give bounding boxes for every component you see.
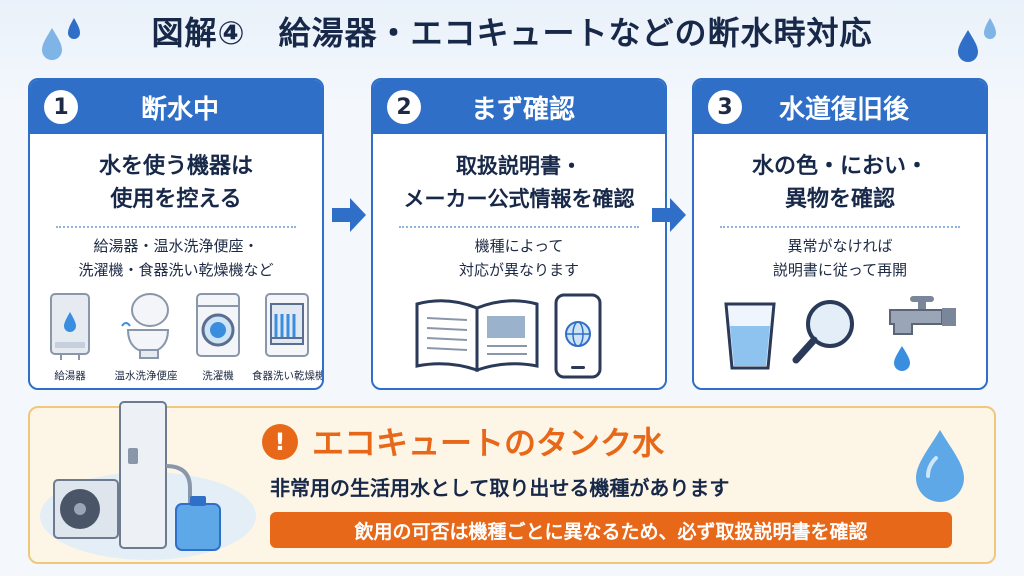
bottom-subtitle: 非常用の生活用水として取り出せる機種があります xyxy=(270,476,730,500)
arrow-right-icon-2 xyxy=(652,198,686,232)
step-3-sub-line2: 説明書に従って再開 xyxy=(772,261,908,279)
step-2-sub: 機種によって 対応が異なります xyxy=(373,234,665,282)
step-2-number: 2 xyxy=(387,90,421,124)
step-3-title: 水道復旧後 xyxy=(778,94,909,125)
step-1-title: 断水中 xyxy=(140,94,219,125)
step-3-main-line2: 異物を確認 xyxy=(784,187,895,212)
step-1-sub: 給湯器・温水洗浄便座・ 洗濯機・食器洗い乾燥機など xyxy=(30,234,322,282)
step-2-header: 2 まず確認 xyxy=(373,80,665,134)
divider xyxy=(56,226,296,228)
step-2-sub-line1: 機種によって xyxy=(474,237,564,255)
appliance-label: 温水洗浄便座 xyxy=(114,370,178,382)
water-drops-icon-right xyxy=(958,18,996,62)
step-3-main: 水の色・におい・ 異物を確認 xyxy=(694,150,986,216)
open-book-icon xyxy=(415,299,539,373)
divider xyxy=(720,226,960,228)
ecocute-tank-panel: ! エコキュートのタンク水 非常用の生活用水として取り出せる機種があります 飲用… xyxy=(28,401,996,564)
ecocute-unit-illustration xyxy=(40,401,256,560)
arrow-right-icon-1 xyxy=(332,198,366,232)
exclamation-icon: ! xyxy=(262,424,298,460)
step-card-1: 1 断水中 水を使う機器は 使用を控える 給湯器・温水洗浄便座・ 洗濯機・食器洗… xyxy=(28,78,324,390)
step-1-number: 1 xyxy=(44,90,78,124)
magnifier-icon xyxy=(792,300,854,364)
step-2-main-line1: 取扱説明書・ xyxy=(456,154,582,178)
step-card-2: 2 まず確認 取扱説明書・ メーカー公式情報を確認 機種によって 対応が異なりま… xyxy=(371,78,667,390)
step-2-main-line2: メーカー公式情報を確認 xyxy=(403,187,635,211)
toilet-icon xyxy=(121,293,170,359)
smartphone-icon xyxy=(554,293,602,379)
faucet-icon xyxy=(889,296,956,371)
step-1-sub-line1: 給湯器・温水洗浄便座・ xyxy=(93,237,259,255)
step-3-number: 3 xyxy=(708,90,742,124)
appliance-dishwasher: 食器洗い乾燥機 xyxy=(252,292,322,383)
step-2-main: 取扱説明書・ メーカー公式情報を確認 xyxy=(373,150,665,216)
appliance-label: 洗濯機 xyxy=(202,370,234,382)
washing-machine-icon xyxy=(196,293,240,357)
dishwasher-icon xyxy=(265,293,309,357)
appliance-label: 給湯器 xyxy=(54,370,86,382)
step-3-header: 3 水道復旧後 xyxy=(694,80,986,134)
page-title: 図解④ 給湯器・エコキュートなどの断水時対応 xyxy=(151,14,873,52)
step-1-sub-line2: 洗濯機・食器洗い乾燥機など xyxy=(78,261,274,279)
step-2-title: まず確認 xyxy=(470,94,575,125)
water-glass-icon xyxy=(724,302,776,370)
divider xyxy=(399,226,639,228)
water-drop-icon-large xyxy=(916,430,964,502)
step-3-sub-line1: 異常がなければ xyxy=(787,237,893,255)
step-1-main-line1: 水を使う機器は xyxy=(98,154,253,179)
step-1-main-line2: 使用を控える xyxy=(110,187,242,212)
bottom-title: エコキュートのタンク水 xyxy=(312,424,665,462)
step-1-header: 1 断水中 xyxy=(30,80,322,134)
step-3-sub: 異常がなければ 説明書に従って再開 xyxy=(694,234,986,282)
step-3-main-line1: 水の色・におい・ xyxy=(751,154,928,179)
bottom-note-banner: 飲用の可否は機種ごとに異なるため、必ず取扱説明書を確認 xyxy=(270,512,952,548)
appliance-washer: 洗濯機 xyxy=(190,292,246,383)
water-heater-icon xyxy=(50,293,90,360)
step-1-main: 水を使う機器は 使用を控える xyxy=(30,150,322,216)
step-2-sub-line2: 対応が異なります xyxy=(458,261,579,279)
appliance-toilet: 温水洗浄便座 xyxy=(104,292,188,383)
appliance-label: 食器洗い乾燥機 xyxy=(252,370,324,382)
appliance-water-heater: 給湯器 xyxy=(40,292,100,383)
step-card-3: 3 水道復旧後 水の色・におい・ 異物を確認 異常がなければ 説明書に従って再開 xyxy=(692,78,988,390)
water-drops-icon-left xyxy=(42,18,80,60)
